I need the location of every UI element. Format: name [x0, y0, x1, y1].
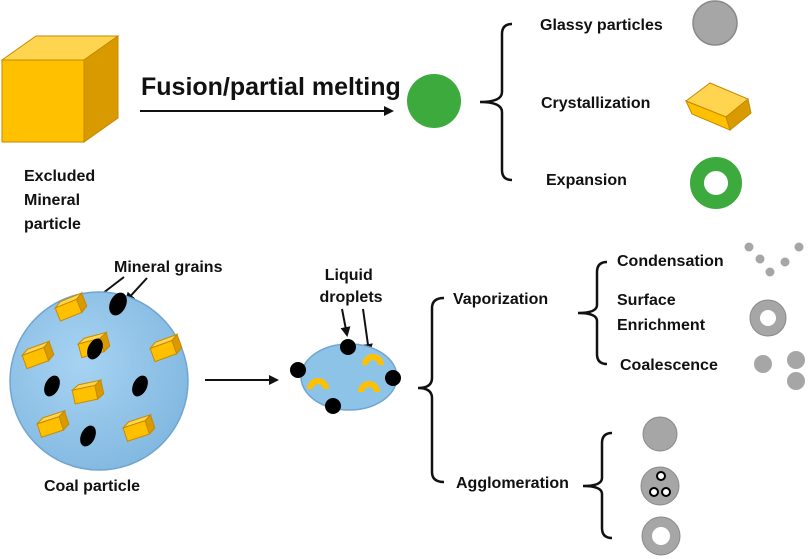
- droplet-black-balls: [290, 339, 401, 414]
- surface-enrichment-icon: [749, 299, 787, 337]
- agglomeration-label: Agglomeration: [456, 475, 569, 492]
- condensation-dot: [755, 254, 765, 264]
- condensation-label: Condensation: [617, 253, 724, 270]
- excluded-mineral-label-line3: particle: [24, 216, 81, 233]
- excluded-mineral-label-line2: Mineral: [24, 192, 80, 209]
- coalescence-ball: [754, 355, 772, 373]
- excluded-mineral-label-line1: Excluded: [24, 168, 95, 185]
- surface-enrichment-line1: Surface: [617, 292, 676, 309]
- coalescence-ball: [787, 372, 805, 390]
- condensation-dots-icon: [744, 242, 804, 277]
- agglomerate-solid-icon: [642, 416, 678, 452]
- crystal-icon: [684, 82, 752, 131]
- droplet-ball: [290, 362, 306, 378]
- fused-particle: [407, 74, 461, 128]
- coal-black-grain: [109, 292, 127, 316]
- vaporization-label: Vaporization: [453, 291, 548, 308]
- glassy-particle-icon: [692, 0, 738, 46]
- coal-black-grain: [44, 375, 60, 397]
- droplet-arrow-left: [340, 308, 351, 337]
- liquid-droplets-line1: Liquid: [325, 267, 373, 284]
- mineral-grains-label: Mineral grains: [114, 259, 223, 276]
- surface-enrichment-line2: Enrichment: [617, 317, 706, 334]
- coal-black-grain: [87, 338, 103, 360]
- liquid-droplets-line2: droplets: [319, 289, 382, 306]
- excluded-mineral-label: Excluded Mineral particle: [24, 168, 100, 233]
- condensation-dot: [765, 267, 775, 277]
- droplet-ball: [325, 398, 341, 414]
- coal-black-grains: [44, 292, 148, 447]
- coal-black-grain: [80, 425, 96, 447]
- droplet-arcs: [307, 354, 384, 393]
- outcome-glassy-label: Glassy particles: [540, 17, 663, 34]
- condensation-dot: [780, 257, 790, 267]
- droplet-ball: [385, 370, 401, 386]
- fusion-process-label: Fusion/partial melting: [141, 73, 401, 101]
- expansion-ring-icon: [690, 157, 742, 209]
- coal-particle-label: Coal particle: [44, 478, 140, 495]
- coalescence-label: Coalescence: [620, 357, 718, 374]
- droplet-arc: [362, 354, 384, 366]
- coalescence-ball: [787, 351, 805, 369]
- liquid-droplets-label: Liquid droplets: [319, 267, 382, 306]
- agglomerate-hollow-icon: [641, 516, 681, 556]
- vaporization-bracket: [577, 260, 608, 366]
- surface-enrichment-label: Surface Enrichment: [617, 292, 706, 334]
- droplet-arc: [307, 378, 329, 390]
- coal-black-grain: [132, 375, 148, 397]
- agglomerate-inclusions-icon: [640, 466, 680, 506]
- mineral-cube: [0, 35, 120, 143]
- top-outcomes-bracket: [479, 22, 513, 182]
- agglomeration-bracket: [582, 431, 613, 540]
- condensation-dot: [794, 242, 804, 252]
- droplet-arc: [358, 381, 380, 393]
- condensation-dot: [744, 242, 754, 252]
- droplet-arrow-right: [362, 308, 373, 354]
- droplet-ball: [340, 339, 356, 355]
- pathways-bracket: [417, 296, 445, 484]
- outcome-expansion-label: Expansion: [546, 172, 627, 189]
- coalescence-icon: [754, 351, 805, 390]
- outcome-crystallization-label: Crystallization: [541, 95, 650, 112]
